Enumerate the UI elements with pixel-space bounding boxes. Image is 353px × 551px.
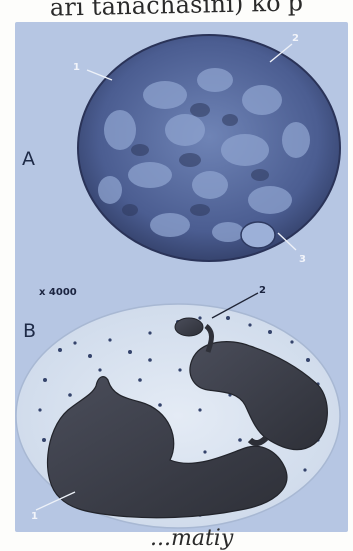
- panel-a-label-3: 3: [299, 254, 306, 265]
- panel-b-cell: [16, 304, 340, 528]
- panel-a-label-2: 2: [292, 33, 299, 44]
- panel-a-letter: A: [22, 148, 35, 170]
- panel-a-label-1: 1: [73, 62, 80, 73]
- bottom-text-line: ...matiy: [150, 526, 233, 551]
- panel-b-label-2: 2: [259, 285, 266, 296]
- panel-b-letter: B: [23, 320, 36, 342]
- magnification-label: x 4000: [39, 287, 77, 298]
- panel-a-cell: [78, 35, 340, 261]
- panel-b-label-1: 1: [31, 511, 38, 522]
